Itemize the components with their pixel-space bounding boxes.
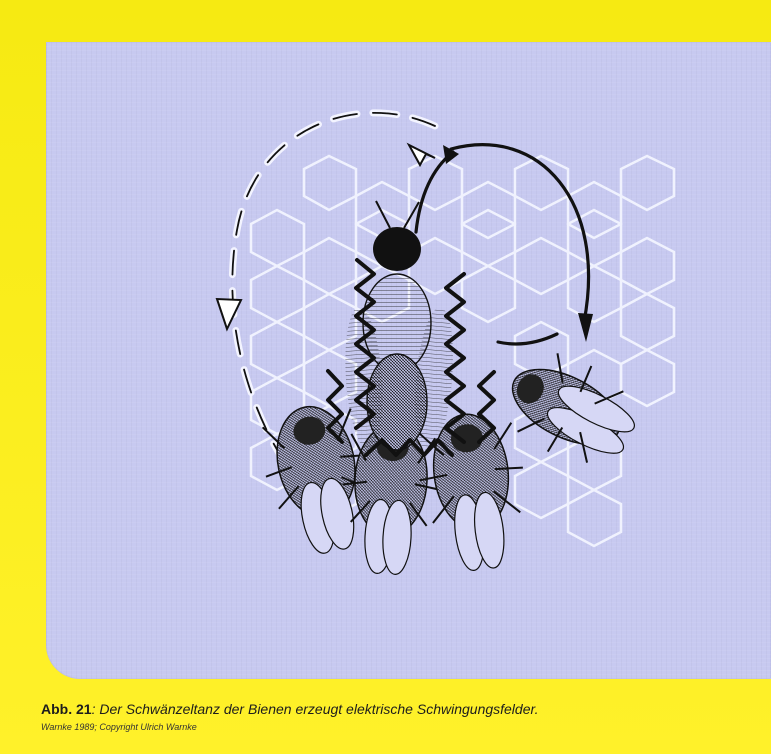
caption-credit: Warnke 1989; Copyright Ulrich Warnke xyxy=(41,721,741,733)
caption-label: Abb. 21 xyxy=(41,701,92,717)
figure-caption: Abb. 21: Der Schwänzeltanz der Bienen er… xyxy=(41,700,741,733)
caption-text: : Der Schwänzeltanz der Bienen erzeugt e… xyxy=(92,701,539,717)
waggle-dance-illustration xyxy=(46,42,771,679)
dancing-bee xyxy=(341,201,458,452)
figure-panel xyxy=(46,42,771,679)
caption-main: Abb. 21: Der Schwänzeltanz der Bienen er… xyxy=(41,700,741,718)
solid-return-arrowheads xyxy=(443,145,593,342)
